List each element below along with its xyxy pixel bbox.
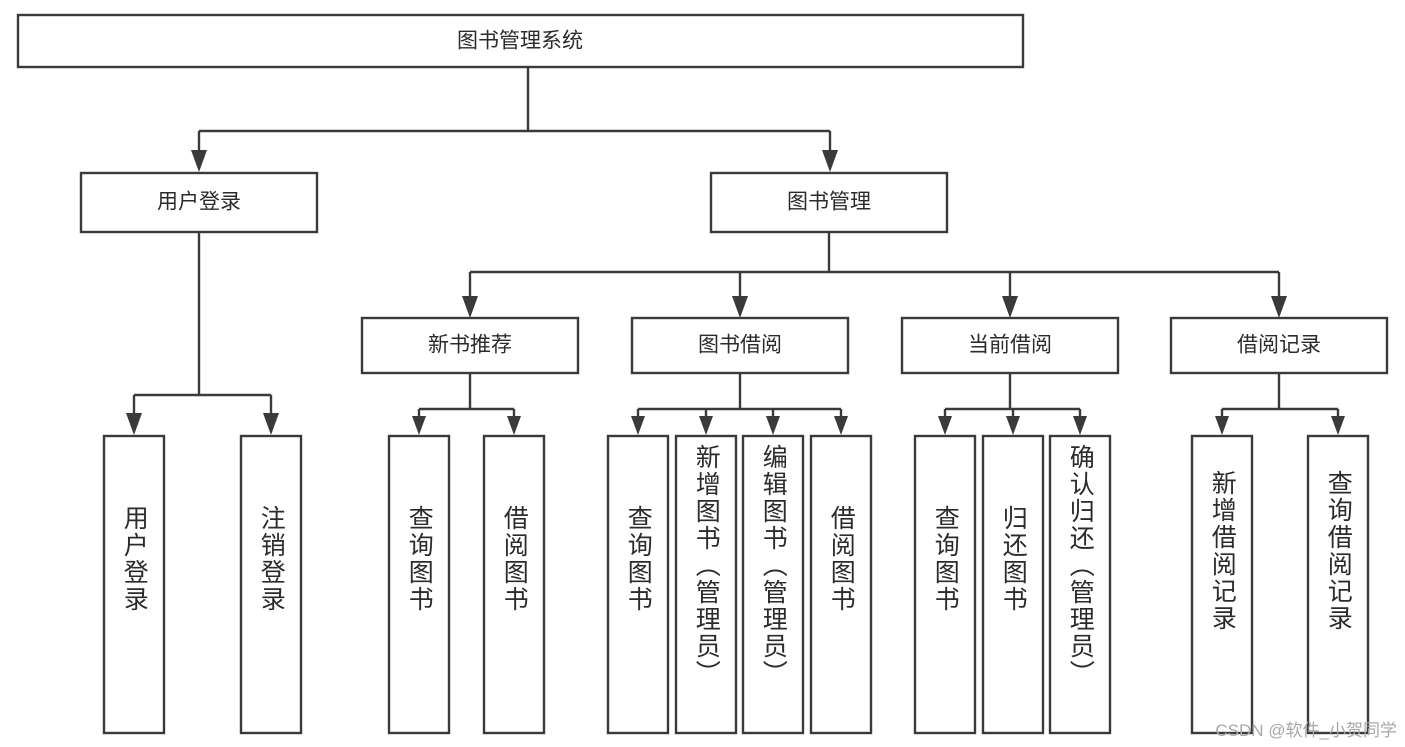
connector-borrow-record-to-leaves <box>1215 373 1345 435</box>
node-book-borrow-label: 图书借阅 <box>698 334 782 357</box>
leaf-box-borrow-record-0[interactable] <box>1190 434 1254 735</box>
node-book-borrow[interactable]: 图书借阅 <box>630 316 850 375</box>
arrow-head-icon <box>412 416 426 435</box>
node-borrow-record[interactable]: 借阅记录 <box>1169 316 1389 375</box>
leaf-box-new-book-0[interactable] <box>387 434 451 735</box>
arrow-head-icon <box>766 416 780 435</box>
arrow-head-icon <box>631 416 645 435</box>
leaf-box-new-book-1[interactable] <box>482 434 546 735</box>
leaf-box-user-login-0[interactable] <box>102 434 166 735</box>
leaf-box-borrow-record-1[interactable] <box>1306 434 1370 735</box>
node-book-management-label: 图书管理 <box>787 191 871 214</box>
node-book-management[interactable]: 图书管理 <box>709 171 949 234</box>
node-borrow-record-label: 借阅记录 <box>1237 334 1321 357</box>
leaf-box-current-borrow-1[interactable] <box>981 434 1045 735</box>
connector-root-to-level2 <box>191 67 838 172</box>
node-current-borrow[interactable]: 当前借阅 <box>900 316 1120 375</box>
leaf-box-book-borrow-2[interactable] <box>741 434 805 735</box>
node-root-box[interactable] <box>16 13 1025 69</box>
node-current-borrow-box[interactable] <box>900 316 1120 375</box>
connector-book-borrow-to-leaves <box>631 373 848 435</box>
node-new-book-recommend-box[interactable] <box>360 316 580 375</box>
csdn-watermark: CSDN @软件_小贺同学 <box>1215 721 1397 740</box>
node-user-login[interactable]: 用户登录 <box>79 171 319 234</box>
leaf-box-current-borrow-0[interactable] <box>913 434 977 735</box>
arrow-head-icon <box>1271 296 1287 318</box>
arrow-head-icon <box>462 296 478 318</box>
node-new-book-recommend[interactable]: 新书推荐 <box>360 316 580 375</box>
connector-new-book-recommend-to-leaves <box>412 373 521 435</box>
arrow-head-icon <box>1002 296 1018 318</box>
arrow-head-icon <box>1073 416 1087 435</box>
arrow-head-icon <box>732 296 748 318</box>
node-root[interactable]: 图书管理系统 <box>16 13 1025 69</box>
leaf-box-book-borrow-1[interactable] <box>674 434 738 735</box>
node-root-label: 图书管理系统 <box>457 30 583 53</box>
arrow-head-icon <box>507 416 521 435</box>
node-user-login-box[interactable] <box>79 171 319 234</box>
connector-current-borrow-to-leaves <box>938 373 1087 435</box>
arrow-head-icon <box>699 416 713 435</box>
arrow-head-icon <box>1215 416 1229 435</box>
leaf-box-current-borrow-2[interactable] <box>1048 434 1112 735</box>
arrow-head-icon <box>263 413 279 435</box>
connector-book-management-to-level3 <box>462 232 1287 318</box>
connector-user-login-to-leaves <box>126 232 279 435</box>
arrow-head-icon <box>126 413 142 435</box>
arrow-head-icon <box>834 416 848 435</box>
node-new-book-recommend-label: 新书推荐 <box>428 334 512 357</box>
leaf-box-book-borrow-0[interactable] <box>606 434 670 735</box>
arrow-head-icon <box>1006 416 1020 435</box>
node-user-login-label: 用户登录 <box>157 191 241 214</box>
arrow-head-icon <box>822 150 838 172</box>
arrow-head-icon <box>938 416 952 435</box>
arrow-head-icon <box>191 150 207 172</box>
arrow-head-icon <box>1331 416 1345 435</box>
leaf-box-user-login-1[interactable] <box>239 434 303 735</box>
node-current-borrow-label: 当前借阅 <box>968 334 1052 357</box>
leaf-box-book-borrow-3[interactable] <box>809 434 873 735</box>
